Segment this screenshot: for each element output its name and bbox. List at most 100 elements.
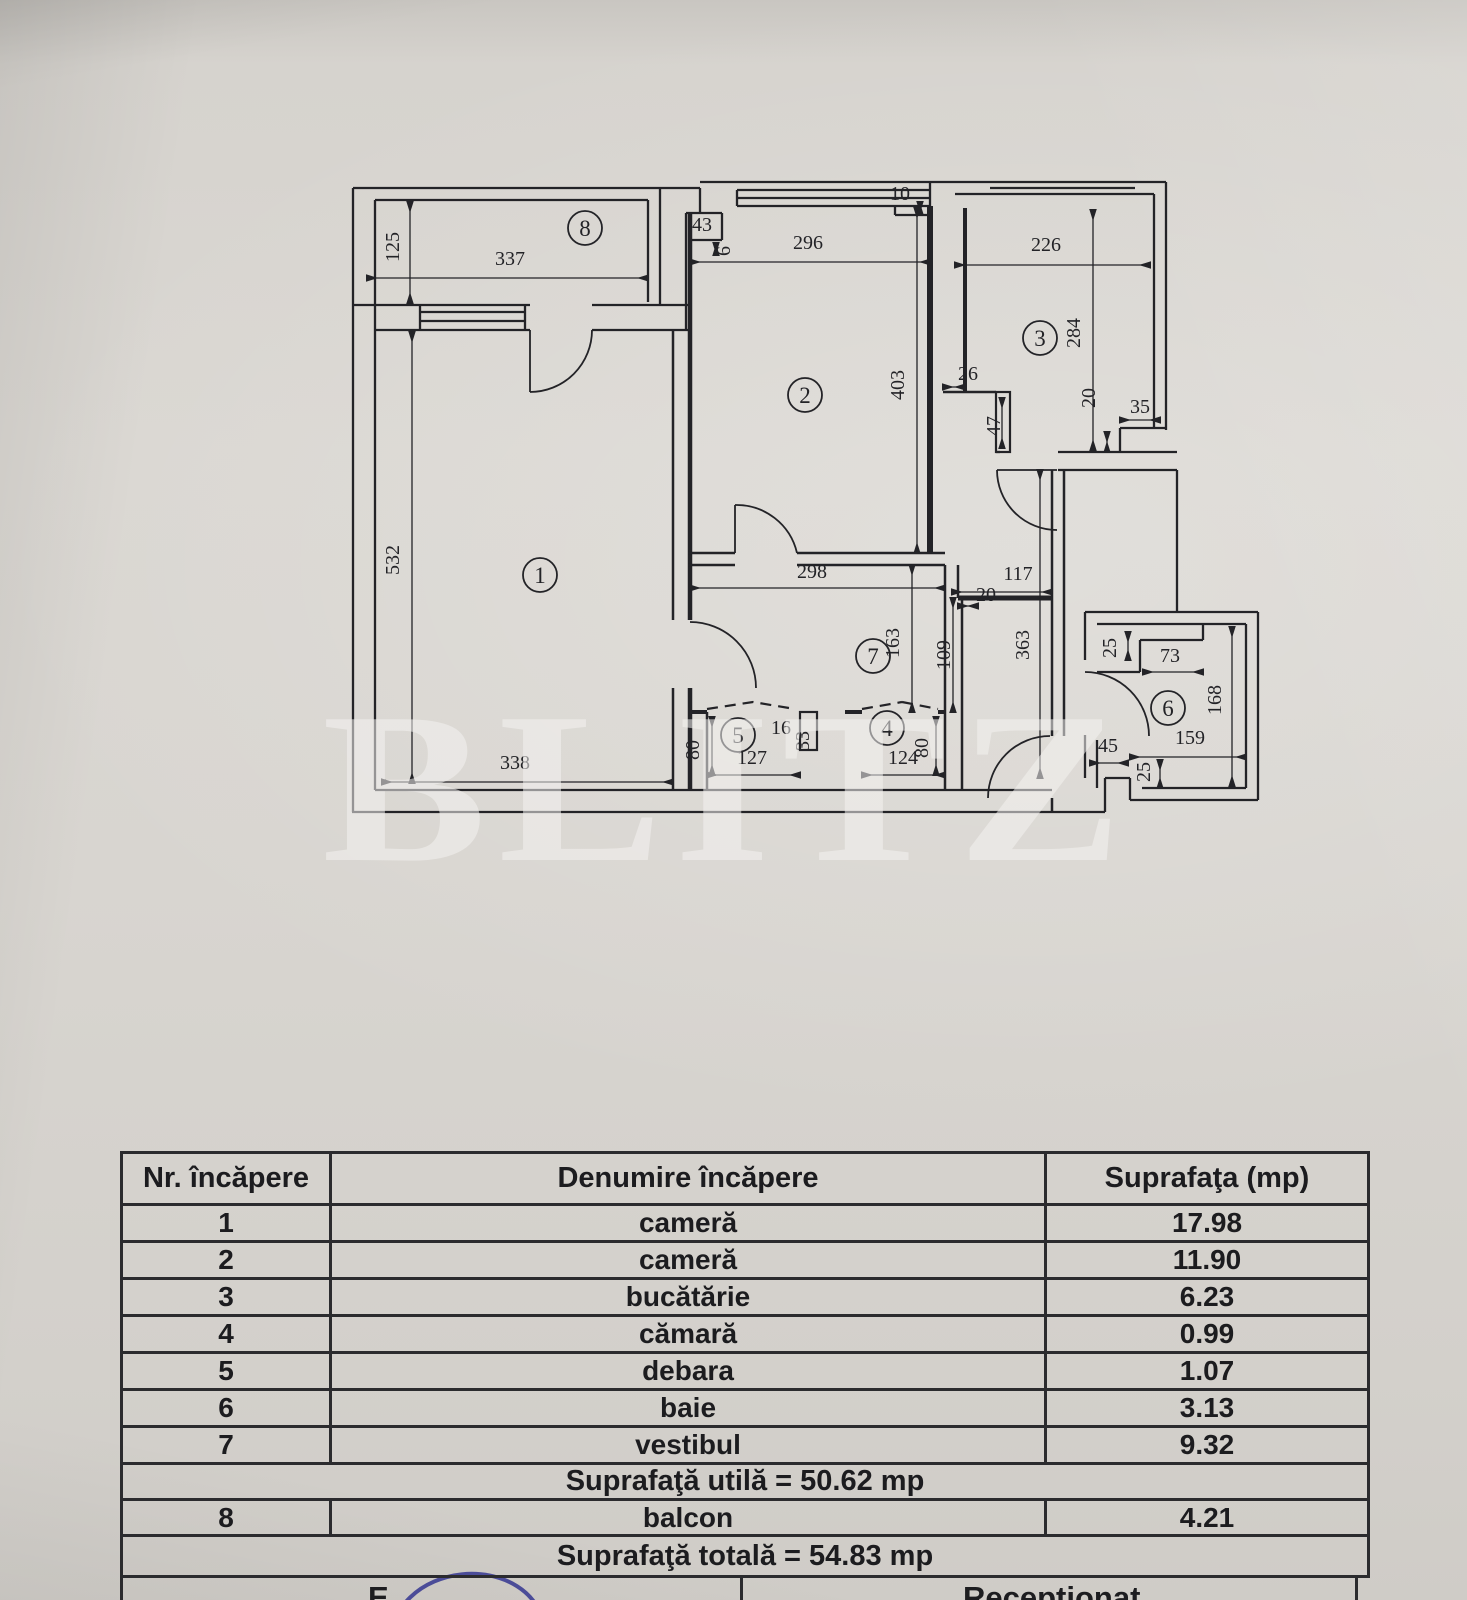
- table-cell: 6: [120, 1388, 332, 1428]
- dimension-label: 338: [500, 752, 530, 774]
- room-number-badge: 8: [567, 210, 603, 246]
- footer-border-right: [1355, 1575, 1358, 1600]
- room-areas-table: Nr. încăpere Denumire încăpere Suprafaţa…: [120, 1151, 1370, 1578]
- table-cell: 7: [120, 1425, 332, 1465]
- dimension-label: 226: [1031, 234, 1061, 256]
- room-number-badge: 7: [855, 638, 891, 674]
- table-cell: 3.13: [1044, 1388, 1370, 1428]
- header-room-name: Denumire încăpere: [329, 1151, 1047, 1206]
- dimension-label: 80: [911, 738, 933, 758]
- table-cell: cameră: [329, 1203, 1047, 1243]
- dimension-label: 47: [983, 416, 1005, 436]
- dimension-label: 125: [382, 232, 404, 262]
- table-cell: 4.21: [1044, 1498, 1370, 1537]
- dimension-label: 403: [887, 370, 909, 400]
- header-room-area: Suprafaţa (mp): [1044, 1151, 1370, 1206]
- dimension-label: 127: [737, 747, 767, 769]
- dimension-label: 33: [792, 731, 814, 751]
- dimension-label: 296: [793, 232, 823, 254]
- table-cell: 5: [120, 1351, 332, 1391]
- footer-left-label: E: [368, 1580, 389, 1600]
- dimension-label: 26: [958, 363, 978, 385]
- table-cell: 11.90: [1044, 1240, 1370, 1280]
- dimension-label: 20: [1078, 388, 1100, 408]
- table-cell: 0.99: [1044, 1314, 1370, 1354]
- table-cell: 1: [120, 1203, 332, 1243]
- svg-text:5: 5: [732, 723, 744, 748]
- table-cell: baie: [329, 1388, 1047, 1428]
- svg-text:4: 4: [881, 716, 893, 741]
- table-cell: balcon: [329, 1498, 1047, 1537]
- dimension-label: 109: [933, 640, 955, 670]
- table-header-row: Nr. încăpere Denumire încăpere Suprafaţa…: [120, 1151, 1370, 1206]
- table-cell: debara: [329, 1351, 1047, 1391]
- table-cell: bucătărie: [329, 1277, 1047, 1317]
- dimension-label: 43: [692, 214, 712, 236]
- footer-border-left: [120, 1575, 123, 1600]
- watermark-text: BLITZ: [322, 668, 1134, 907]
- dimension-label: 25: [1099, 638, 1121, 658]
- svg-text:3: 3: [1034, 326, 1046, 351]
- total-label: Suprafaţă totală = 54.83 mp: [120, 1534, 1370, 1578]
- room-number-badge: 1: [522, 557, 558, 593]
- table-cell: 8: [120, 1498, 332, 1537]
- room-number-badge: 2: [787, 377, 823, 413]
- dimension-label: 159: [1175, 727, 1205, 749]
- room-number-badge: 6: [1150, 690, 1186, 726]
- table-cell: 4: [120, 1314, 332, 1354]
- table-cell: 17.98: [1044, 1203, 1370, 1243]
- dimension-label: 35: [1130, 396, 1150, 418]
- svg-text:7: 7: [867, 644, 879, 669]
- dimension-label: 284: [1063, 318, 1085, 348]
- dimension-lines: [366, 201, 1247, 789]
- dimension-label: 16: [771, 717, 791, 739]
- room-number-badge: 3: [1022, 320, 1058, 356]
- dimension-label: 124: [888, 747, 918, 769]
- dimension-label: 45: [1098, 735, 1118, 757]
- dimension-label: 298: [797, 561, 827, 583]
- dimension-label: 363: [1012, 630, 1034, 660]
- table-cell: cameră: [329, 1240, 1047, 1280]
- dimension-label: 337: [495, 248, 525, 270]
- dimension-label: 6: [713, 246, 735, 256]
- svg-text:1: 1: [534, 563, 546, 588]
- dimension-label: 532: [382, 545, 404, 575]
- table-cell: cămară: [329, 1314, 1047, 1354]
- subtotal-row: Suprafaţă utilă = 50.62 mp: [120, 1462, 1370, 1501]
- table-cell: 1.07: [1044, 1351, 1370, 1391]
- table-cell: vestibul: [329, 1425, 1047, 1465]
- subtotal-label: Suprafaţă utilă = 50.62 mp: [120, 1462, 1370, 1501]
- table-cell: 3: [120, 1277, 332, 1317]
- dimension-label: 73: [1160, 645, 1180, 667]
- svg-text:8: 8: [579, 216, 591, 241]
- dimension-label: 20: [976, 584, 996, 606]
- dimension-label: 117: [1003, 563, 1032, 585]
- room-number-badge: 4: [869, 710, 905, 746]
- room-number-labels: 1 2 3 4 5 6 7 8: [522, 210, 1186, 753]
- table-cell: 2: [120, 1240, 332, 1280]
- dimension-label: 10: [890, 183, 910, 205]
- total-row: Suprafaţă totală = 54.83 mp: [120, 1534, 1370, 1578]
- room-number-badge: 5: [720, 717, 756, 753]
- dimension-label: 25: [1133, 762, 1155, 782]
- table-cell: 6.23: [1044, 1277, 1370, 1317]
- dimension-label: 168: [1204, 685, 1226, 715]
- footer-divider: [740, 1575, 743, 1600]
- svg-text:2: 2: [799, 383, 811, 408]
- dimension-label: 80: [682, 740, 704, 760]
- dimension-label: 163: [882, 628, 904, 658]
- header-room-number: Nr. încăpere: [120, 1151, 332, 1206]
- table-cell: 9.32: [1044, 1425, 1370, 1465]
- svg-text:6: 6: [1162, 696, 1174, 721]
